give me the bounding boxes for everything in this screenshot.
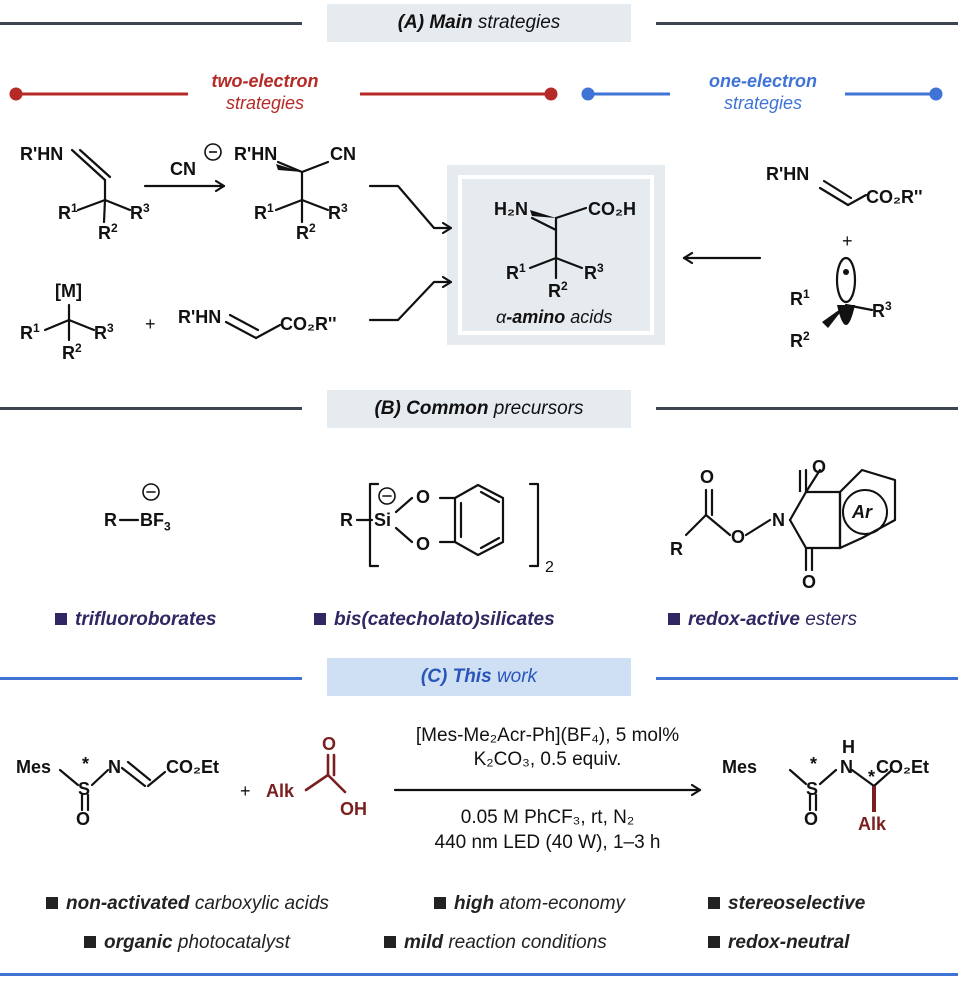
condition-line-3: 0.05 M PhCF₃, rt, N₂ bbox=[460, 807, 635, 828]
section-a-right-rule bbox=[656, 22, 958, 25]
ester-r: R bbox=[670, 539, 683, 559]
metal-r1: R1 bbox=[20, 321, 40, 343]
section-b-right-rule bbox=[656, 407, 958, 410]
metal-r3: R3 bbox=[94, 321, 114, 343]
nitrile-r3: R3 bbox=[328, 201, 348, 223]
product-n: N bbox=[840, 757, 853, 777]
radical-r2: R2 bbox=[790, 329, 810, 351]
product-r3: R3 bbox=[584, 261, 604, 283]
product-alk: Alk bbox=[858, 814, 887, 834]
silicate-r: R bbox=[340, 510, 353, 530]
feature-3: stereoselective bbox=[708, 894, 865, 913]
silicate-count: 2 bbox=[545, 559, 554, 576]
reaction-plus: + bbox=[240, 781, 251, 801]
imine-r3: R3 bbox=[130, 201, 150, 223]
imine-r2: R2 bbox=[98, 221, 118, 243]
reactant-mes: Mes bbox=[16, 757, 52, 777]
trifluoroborate-b: BF3 bbox=[140, 510, 171, 534]
ester-o-carbonyl: O bbox=[700, 467, 715, 487]
trifluoroborate-r: R bbox=[104, 510, 117, 530]
metal-r2: R2 bbox=[62, 341, 82, 363]
glyoxylate-ester: CO₂R'' bbox=[280, 314, 337, 334]
feature-2: high atom-economy bbox=[434, 894, 625, 913]
precursor-label-2: bis(catecholato)silicates bbox=[314, 610, 555, 629]
condition-line-4: 440 nm LED (40 W), 1–3 h bbox=[434, 832, 661, 853]
nitrile-cn: CN bbox=[330, 144, 356, 164]
condition-line-2: K₂CO₃, 0.5 equiv. bbox=[473, 749, 622, 770]
product-r2: R2 bbox=[548, 279, 568, 301]
imine-substituents: R1 bbox=[58, 201, 78, 223]
radical-r1: R1 bbox=[790, 287, 810, 309]
product-h: H bbox=[842, 737, 855, 757]
product-r1: R1 bbox=[506, 261, 526, 283]
product-ester: CO₂Et bbox=[876, 757, 929, 777]
radical-imine-nh: R'HN bbox=[766, 164, 810, 184]
feature-6: redox-neutral bbox=[708, 933, 849, 952]
plus-sign: + bbox=[145, 314, 156, 334]
feature-5: mild reaction conditions bbox=[384, 933, 607, 952]
section-c-title: (C) This work bbox=[327, 658, 631, 696]
reactant-ester: CO₂Et bbox=[166, 757, 219, 777]
precursor-label-1: trifluoroborates bbox=[55, 610, 216, 629]
product-stereo-star: * bbox=[868, 767, 876, 787]
acid-o: O bbox=[322, 734, 337, 754]
nitrile-r2: R2 bbox=[296, 221, 316, 243]
glyoxylate-nh: R'HN bbox=[178, 307, 222, 327]
cyanide-label: CN bbox=[170, 159, 196, 179]
section-a-title: (A) Main strategies bbox=[327, 4, 631, 42]
two-electron-rule bbox=[9, 87, 558, 101]
section-c-left-rule bbox=[0, 677, 302, 680]
ester-o-bottom: O bbox=[802, 572, 817, 592]
metal-label: [M] bbox=[55, 281, 82, 301]
precursor-label-3: redox-active esters bbox=[668, 610, 857, 629]
nitrile-nh: R'HN bbox=[234, 144, 278, 164]
section-b-left-rule bbox=[0, 407, 302, 410]
product-mes: Mes bbox=[722, 757, 758, 777]
radical-r3: R3 bbox=[872, 299, 892, 321]
radical-imine-ester: CO₂R'' bbox=[866, 187, 923, 207]
feature-1: non-activated carboxylic acids bbox=[46, 894, 329, 913]
product-acid: CO₂H bbox=[588, 199, 636, 219]
aryl-label: Ar bbox=[852, 502, 873, 522]
product-amine: H₂N bbox=[494, 199, 528, 219]
radical-plus: + bbox=[842, 231, 853, 251]
bottom-rule bbox=[0, 973, 958, 976]
ester-o-top: O bbox=[812, 457, 827, 477]
condition-line-1: [Mes-Me₂Acr-Ph](BF₄), 5 mol% bbox=[415, 725, 680, 746]
section-a-left-rule bbox=[0, 22, 302, 25]
one-electron-rule bbox=[581, 87, 943, 101]
acid-oh: OH bbox=[340, 799, 367, 819]
ester-o-bridge: O bbox=[731, 527, 746, 547]
product-star: * bbox=[810, 754, 818, 774]
reactant-s: S bbox=[78, 779, 91, 799]
silicate-si: Si bbox=[374, 510, 392, 530]
acid-alk: Alk bbox=[266, 781, 295, 801]
ester-n: N bbox=[772, 510, 785, 530]
silicate-o1: O bbox=[416, 487, 431, 507]
feature-4: organic photocatalyst bbox=[84, 933, 290, 952]
imine-nh: R'HN bbox=[20, 144, 64, 164]
nitrile-r1: R1 bbox=[254, 201, 274, 223]
section-c-right-rule bbox=[656, 677, 958, 680]
silicate-o2: O bbox=[416, 534, 431, 554]
reactant-star: * bbox=[82, 754, 90, 774]
reactant-n: N bbox=[108, 757, 121, 777]
product-s: S bbox=[806, 779, 819, 799]
product-o: O bbox=[804, 809, 819, 829]
product-caption: α-amino acids bbox=[496, 307, 613, 327]
section-b-title: (B) Common precursors bbox=[327, 390, 631, 428]
reactant-o: O bbox=[76, 809, 91, 829]
